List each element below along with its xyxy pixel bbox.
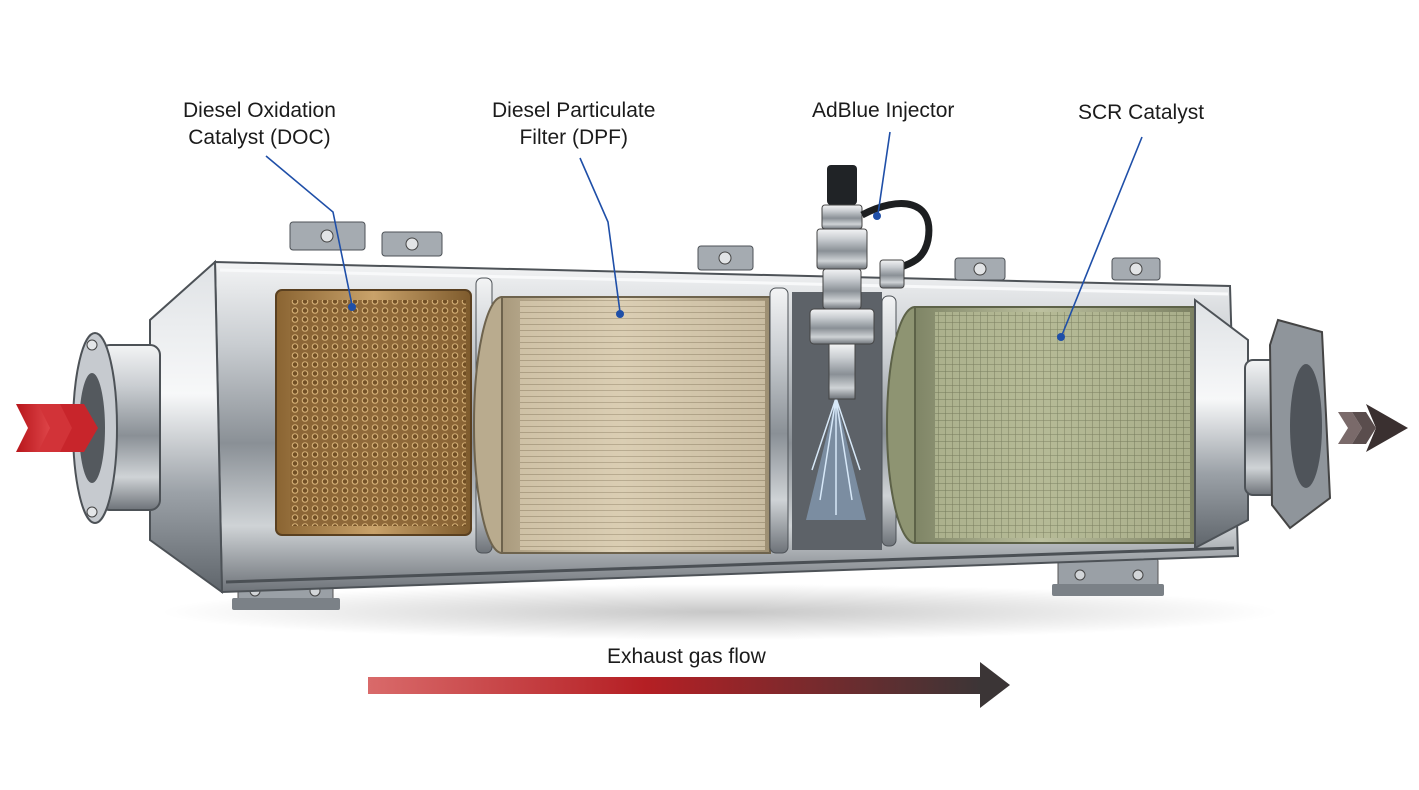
dpf-callout-label: Diesel Particulate Filter (DPF) bbox=[492, 97, 655, 151]
adblue-leader-line bbox=[877, 131, 891, 215]
top-bracket bbox=[1111, 257, 1161, 281]
inlet-arrow-icon bbox=[16, 404, 98, 452]
scr-label: SCR Catalyst bbox=[1078, 101, 1205, 124]
doc-label-line-1: Diesel Oxidation bbox=[183, 99, 336, 122]
dpf-leader-line bbox=[579, 157, 621, 313]
doc-leader-dot bbox=[348, 303, 356, 311]
doc-callout-label: Diesel Oxidation Catalyst (DOC) bbox=[183, 97, 336, 151]
outlet-pipe bbox=[1194, 297, 1332, 550]
dpf-leader-dot bbox=[616, 310, 624, 318]
scr-callout-label: SCR Catalyst bbox=[1078, 99, 1204, 126]
doc-brick bbox=[275, 289, 472, 536]
doc-label-line-2: Catalyst (DOC) bbox=[188, 126, 331, 149]
dpf-label-line-2: Filter (DPF) bbox=[519, 126, 628, 149]
adblue-spray bbox=[806, 397, 866, 520]
scr-leader-line bbox=[1061, 136, 1143, 336]
adblue-leader-dot bbox=[873, 212, 881, 220]
adblue-injector bbox=[809, 165, 933, 400]
top-bracket bbox=[381, 231, 443, 257]
dpf-label-line-1: Diesel Particulate bbox=[492, 99, 656, 122]
mounting-foot-right bbox=[1052, 557, 1164, 596]
top-bracket bbox=[697, 245, 754, 271]
doc-leader-line bbox=[265, 155, 353, 306]
scr-brick bbox=[886, 306, 1196, 544]
divider-ring bbox=[769, 287, 789, 554]
dpf-brick bbox=[473, 296, 771, 554]
outlet-arrow-icon bbox=[1338, 404, 1408, 452]
adblue-callout-label: AdBlue Injector bbox=[812, 97, 954, 124]
scr-leader-dot bbox=[1057, 333, 1065, 341]
top-bracket bbox=[289, 221, 366, 251]
floor-shadow bbox=[160, 584, 1280, 640]
top-bracket bbox=[954, 257, 1006, 281]
flow-arrow-icon bbox=[368, 662, 1010, 708]
leader-lines bbox=[265, 131, 1143, 341]
adblue-label: AdBlue Injector bbox=[812, 99, 955, 122]
flow-label: Exhaust gas flow bbox=[607, 645, 766, 668]
